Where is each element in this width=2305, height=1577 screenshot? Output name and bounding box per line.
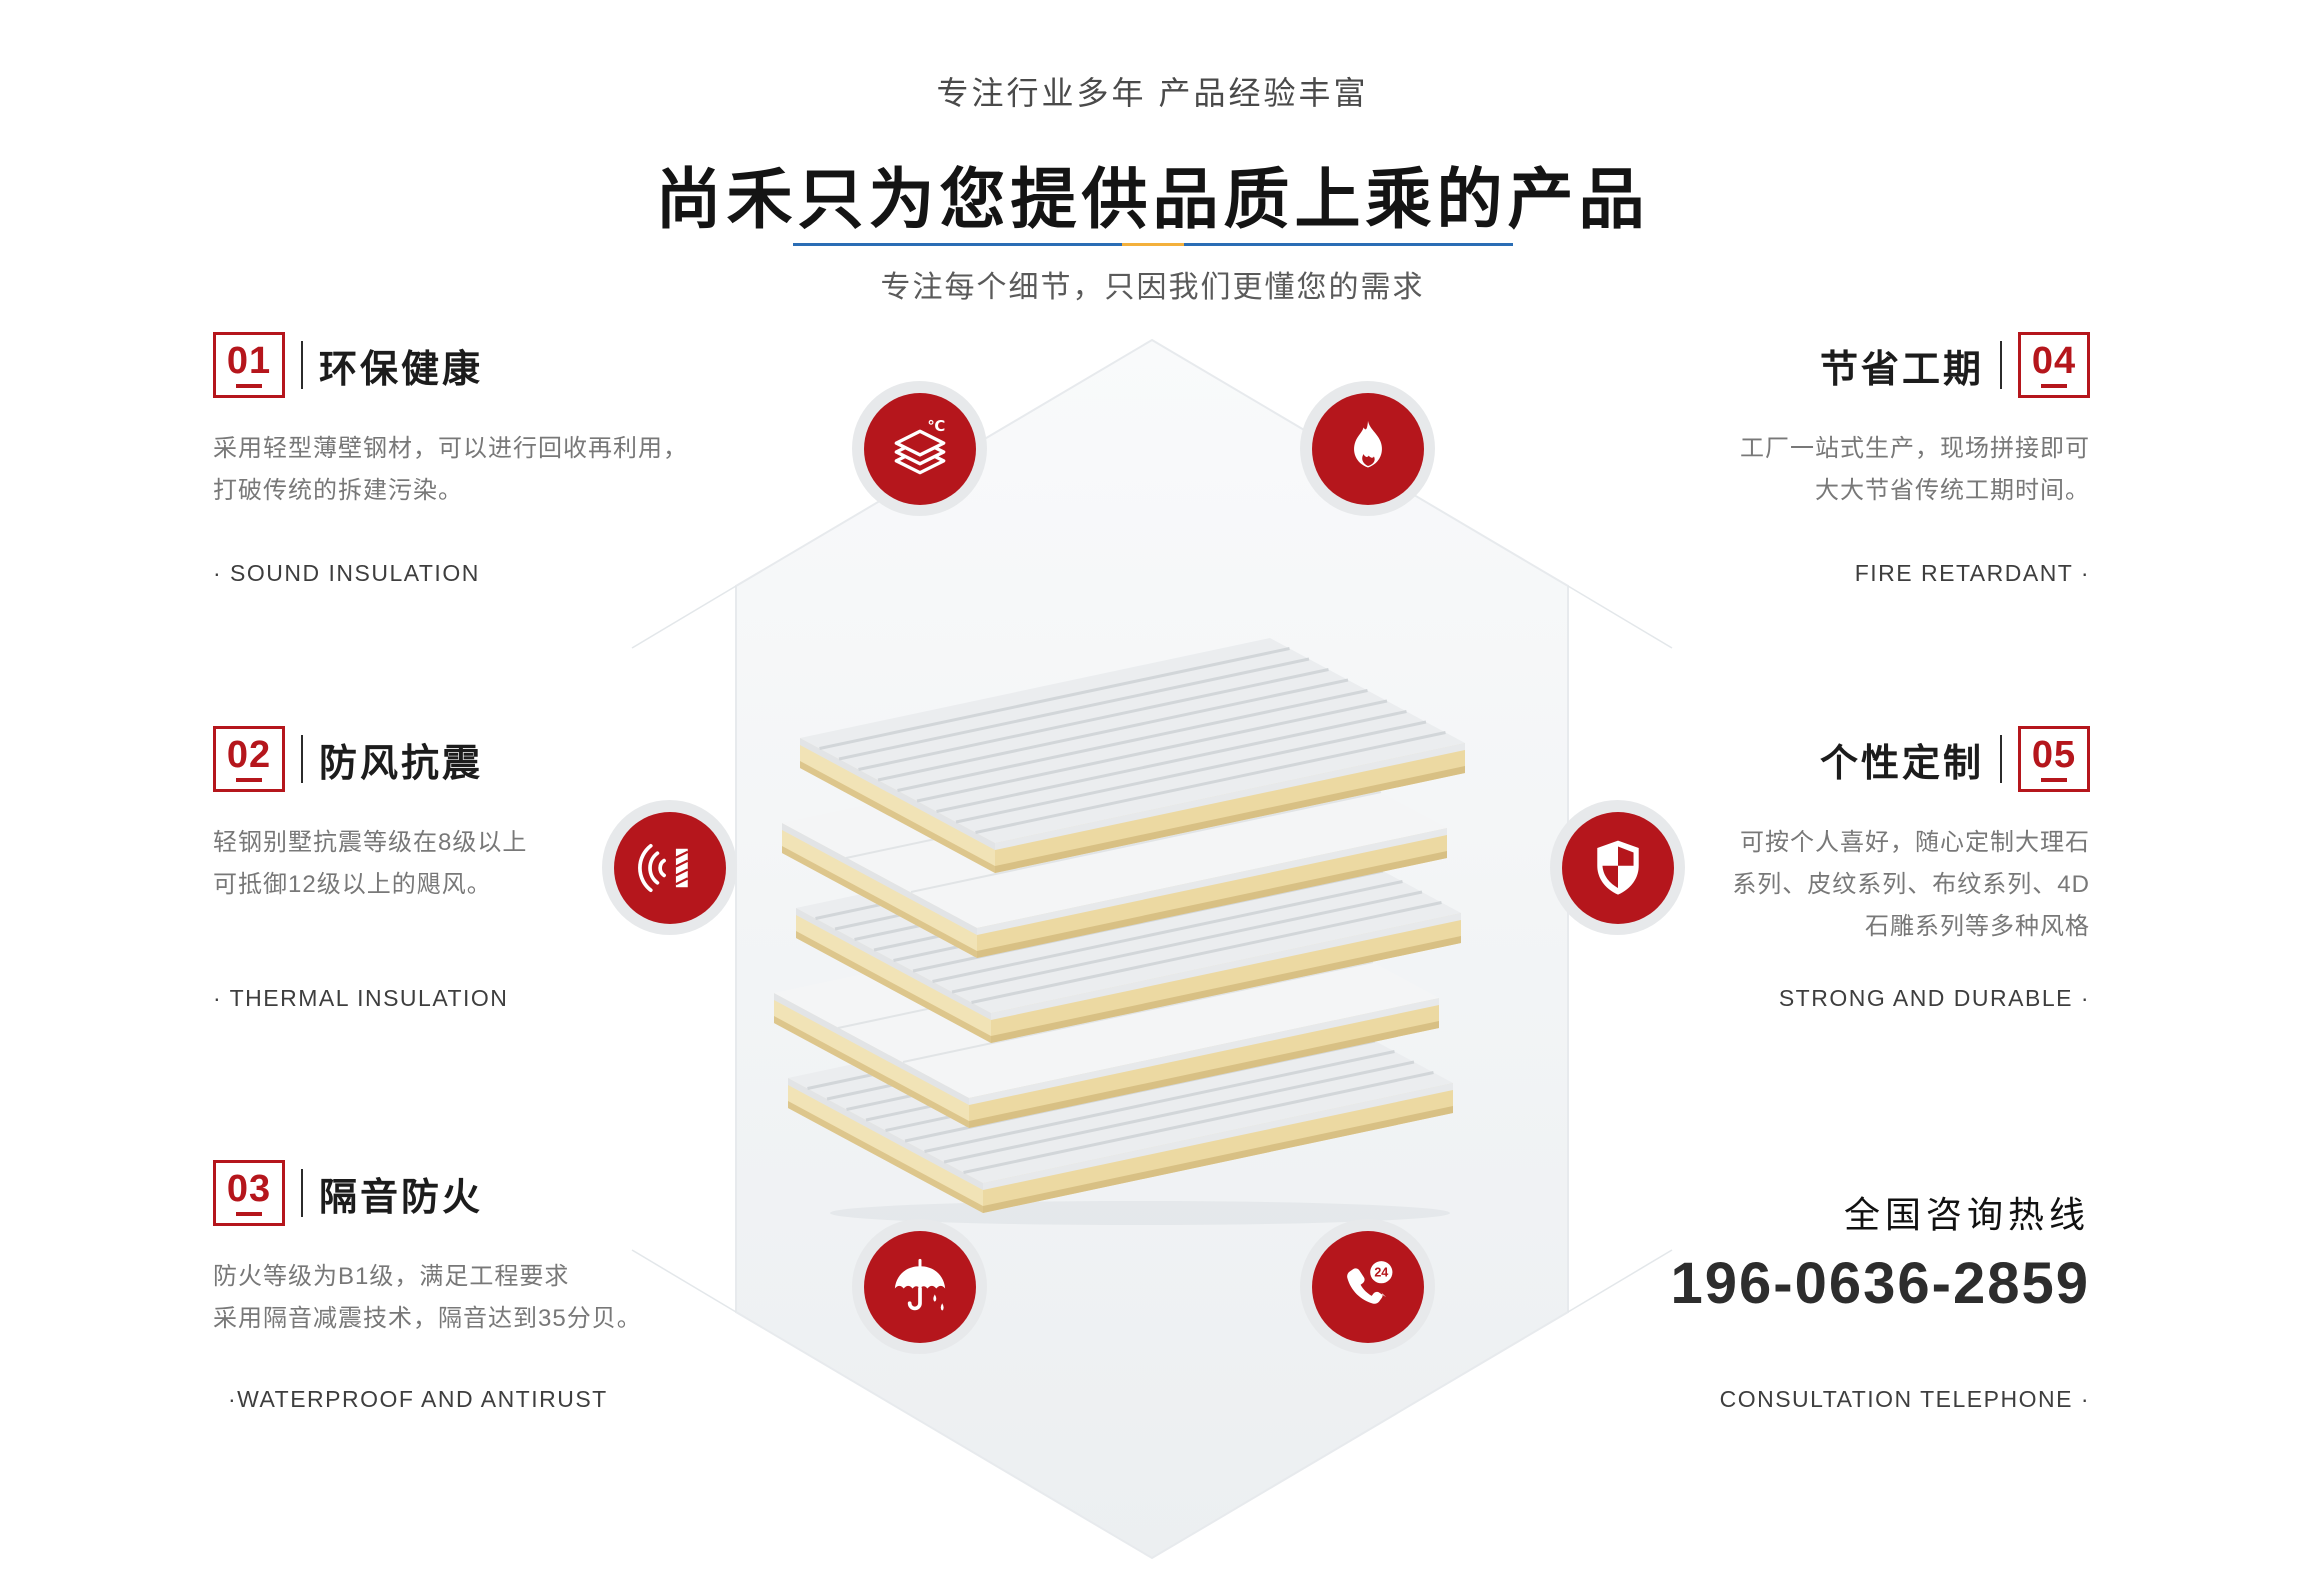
feature-03-caption: ·WATERPROOF AND ANTIRUST bbox=[228, 1386, 608, 1412]
hotline-phone-number: 196-0636-2859 bbox=[1670, 1251, 2090, 1316]
page-title: 尚禾只为您提供品质上乘的产品 bbox=[655, 162, 1650, 236]
svg-text:24: 24 bbox=[1374, 1265, 1388, 1279]
feature-title: 个性定制 bbox=[1819, 742, 1984, 785]
feature-number: 02 bbox=[226, 734, 272, 776]
header-subtitle: 专注行业多年 产品经验丰富 bbox=[936, 75, 1369, 111]
shield-icon-inner bbox=[1561, 811, 1674, 924]
feature-02-number-badge: 02 bbox=[213, 726, 285, 792]
hotline-block: 全国咨询热线 196-0636-2859 bbox=[1671, 1186, 2090, 1317]
feature-wind-resistance: 02 防风抗震 轻钢别墅抗震等级在8级以上 可抵御12级以上的飓风。 bbox=[213, 726, 773, 906]
title-divider-gold-segment bbox=[1121, 243, 1184, 246]
feature-number: 05 bbox=[2031, 734, 2077, 776]
phone-24-icon: 24 bbox=[1300, 1219, 1435, 1354]
feature-environment: 01 环保健康 采用轻型薄壁钢材，可以进行回收再利用， 打破传统的拆建污染。 bbox=[213, 332, 773, 512]
feature-title: 环保健康 bbox=[319, 348, 484, 391]
number-underline bbox=[236, 384, 262, 388]
feature-01-caption: · SOUND INSULATION bbox=[213, 560, 480, 586]
sound-wave-icon bbox=[602, 800, 737, 935]
feature-body: 工厂一站式生产，现场拼接即可 大大节省传统工期时间。 bbox=[1740, 435, 2090, 504]
divider-rule bbox=[301, 735, 303, 783]
thermal-layers-icon: ℃ bbox=[852, 381, 987, 516]
divider-rule bbox=[2000, 735, 2002, 783]
sound-wave-icon-inner bbox=[613, 811, 726, 924]
feature-title: 防风抗震 bbox=[319, 742, 484, 785]
feature-04-caption: FIRE RETARDANT · bbox=[1854, 560, 2090, 586]
feature-04-number-badge: 04 bbox=[2018, 332, 2090, 398]
feature-body: 轻钢别墅抗震等级在8级以上 可抵御12级以上的飓风。 bbox=[213, 829, 528, 898]
feature-05-number-badge: 05 bbox=[2018, 726, 2090, 792]
hotline-label: 全国咨询热线 bbox=[1843, 1194, 2090, 1235]
feature-title: 节省工期 bbox=[1819, 348, 1984, 391]
divider-rule bbox=[2000, 341, 2002, 389]
flame-icon-inner bbox=[1311, 392, 1424, 505]
title-divider bbox=[792, 243, 1513, 246]
feature-02-caption: · THERMAL INSULATION bbox=[213, 985, 509, 1011]
feature-save-time: 节省工期 04 工厂一站式生产，现场拼接即可 大大节省传统工期时间。 bbox=[1530, 332, 2090, 512]
feature-sound-fireproof: 03 隔音防火 防火等级为B1级，满足工程要求 采用隔音减震技术，隔音达到35分… bbox=[213, 1160, 773, 1340]
umbrella-rain-icon-inner bbox=[863, 1230, 976, 1343]
shield-icon bbox=[1550, 800, 1685, 935]
feature-number: 01 bbox=[226, 340, 272, 382]
hotline-caption: CONSULTATION TELEPHONE · bbox=[1719, 1386, 2090, 1412]
header-tagline: 专注每个细节，只因我们更懂您的需求 bbox=[880, 271, 1425, 304]
divider-rule bbox=[301, 341, 303, 389]
flame-icon bbox=[1300, 381, 1435, 516]
feature-body: 可按个人喜好，随心定制大理石 系列、皮纹系列、布纹系列、4D 石雕系列等多种风格 bbox=[1732, 829, 2090, 940]
feature-title: 隔音防火 bbox=[319, 1176, 484, 1219]
number-underline bbox=[2041, 778, 2067, 782]
number-underline bbox=[2041, 384, 2067, 388]
feature-03-number-badge: 03 bbox=[213, 1160, 285, 1226]
number-underline bbox=[236, 1212, 262, 1216]
sandwich-panel-stack-image bbox=[773, 636, 1467, 1225]
feature-body: 采用轻型薄壁钢材，可以进行回收再利用， 打破传统的拆建污染。 bbox=[213, 435, 688, 504]
feature-body: 防火等级为B1级，满足工程要求 采用隔音减震技术，隔音达到35分贝。 bbox=[213, 1263, 642, 1332]
divider-rule bbox=[301, 1169, 303, 1217]
feature-01-number-badge: 01 bbox=[213, 332, 285, 398]
number-underline bbox=[236, 778, 262, 782]
feature-customization: 个性定制 05 可按个人喜好，随心定制大理石 系列、皮纹系列、布纹系列、4D 石… bbox=[1530, 726, 2090, 948]
svg-text:℃: ℃ bbox=[927, 419, 945, 435]
phone-24-icon-inner: 24 bbox=[1311, 1230, 1424, 1343]
feature-number: 04 bbox=[2031, 340, 2077, 382]
thermal-layers-icon-inner: ℃ bbox=[863, 392, 976, 505]
umbrella-rain-icon bbox=[852, 1219, 987, 1354]
feature-number: 03 bbox=[226, 1168, 272, 1210]
feature-05-caption: STRONG AND DURABLE · bbox=[1778, 985, 2090, 1011]
